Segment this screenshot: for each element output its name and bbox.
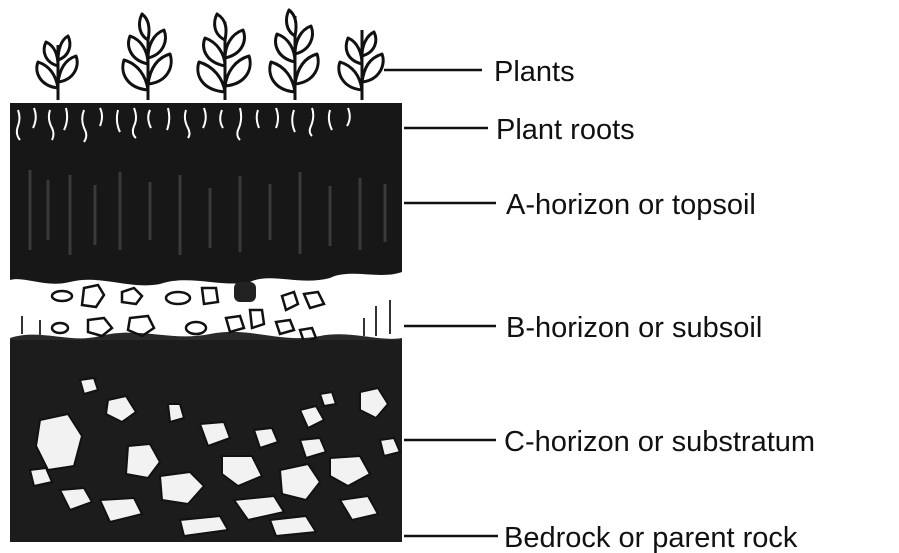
- label-a-horizon: A-horizon or topsoil: [506, 189, 756, 221]
- label-b-horizon: B-horizon or subsoil: [506, 312, 762, 344]
- label-c-horizon: C-horizon or substratum: [504, 426, 815, 458]
- plant-icon: [37, 36, 77, 100]
- label-plant-roots: Plant roots: [496, 114, 635, 146]
- plant-icon: [123, 14, 171, 100]
- plant-icon: [339, 30, 383, 100]
- plant-icon: [198, 14, 250, 100]
- label-bedrock: Bedrock or parent rock: [504, 522, 798, 553]
- plant-icon: [270, 10, 318, 100]
- label-plants: Plants: [494, 56, 575, 88]
- c-horizon-layer: [10, 340, 402, 542]
- a-horizon-layer: [10, 103, 402, 285]
- plants-group: [37, 10, 383, 100]
